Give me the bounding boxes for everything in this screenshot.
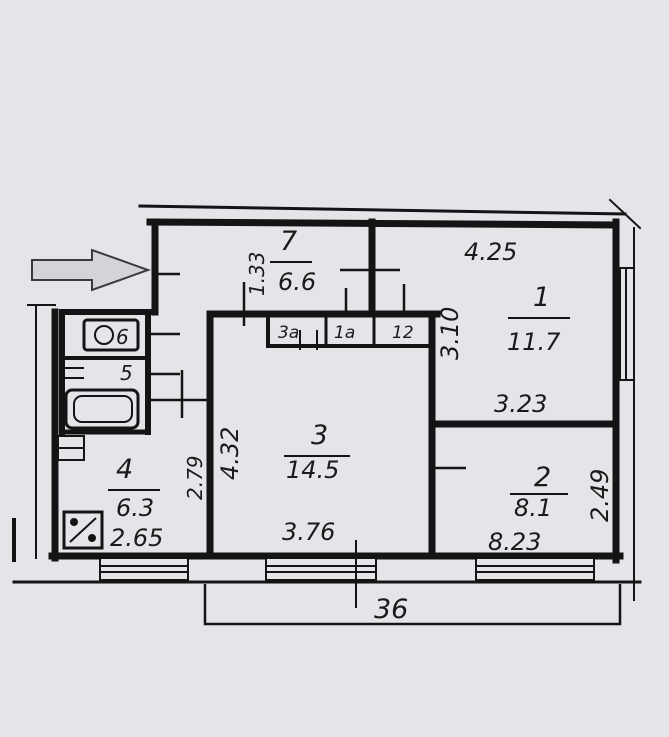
stove-icon xyxy=(62,510,104,550)
dim-room1-side: 3.10 xyxy=(436,307,464,360)
entrance-arrow-icon xyxy=(31,248,151,292)
dim-room4-bottom: 2.65 xyxy=(110,524,163,552)
room4-area: 6.3 xyxy=(116,494,154,522)
windows xyxy=(99,267,635,581)
room4-number: 4 xyxy=(116,454,133,485)
dim-room7-side: 1.33 xyxy=(245,251,269,296)
window-kitchen xyxy=(99,557,189,581)
fixtures xyxy=(57,318,140,550)
room6-number: 6 xyxy=(116,325,129,349)
dim-room3-bottom: 3.76 xyxy=(282,518,335,546)
dim-room4-side: 2.79 xyxy=(183,455,207,500)
window-room2 xyxy=(475,557,595,581)
bathtub xyxy=(64,388,140,430)
dim-overall: 36 xyxy=(374,594,408,625)
dim-room1-bottom: 3.23 xyxy=(494,390,547,418)
room7-area: 6.6 xyxy=(278,268,316,296)
sink xyxy=(82,318,140,352)
dim-room2-bottom: 8.23 xyxy=(488,528,541,556)
top-wall-outer xyxy=(138,204,627,216)
walls xyxy=(12,198,642,601)
top-wall xyxy=(146,218,620,229)
closet-3a-label: 3a xyxy=(278,323,299,343)
room5-number: 5 xyxy=(120,361,133,385)
room1-number: 1 xyxy=(533,282,550,313)
dim-room2-side: 2.49 xyxy=(586,469,614,522)
room3-area: 14.5 xyxy=(286,456,339,484)
overall-dimension xyxy=(203,540,622,626)
room7-number: 7 xyxy=(280,226,297,257)
dim-room1-top: 4.25 xyxy=(464,238,517,266)
window-room3 xyxy=(265,557,377,581)
room2-number: 2 xyxy=(534,462,551,493)
room1-area: 11.7 xyxy=(507,328,561,356)
door-ticks xyxy=(150,268,466,470)
room3-number: 3 xyxy=(311,420,328,451)
closet-1a-label: 1a xyxy=(334,323,355,343)
corner-break xyxy=(608,198,642,230)
dim-room3-side: 4.32 xyxy=(216,427,244,480)
closet-12-label: 12 xyxy=(392,323,414,343)
room2-area: 8.1 xyxy=(514,494,552,522)
